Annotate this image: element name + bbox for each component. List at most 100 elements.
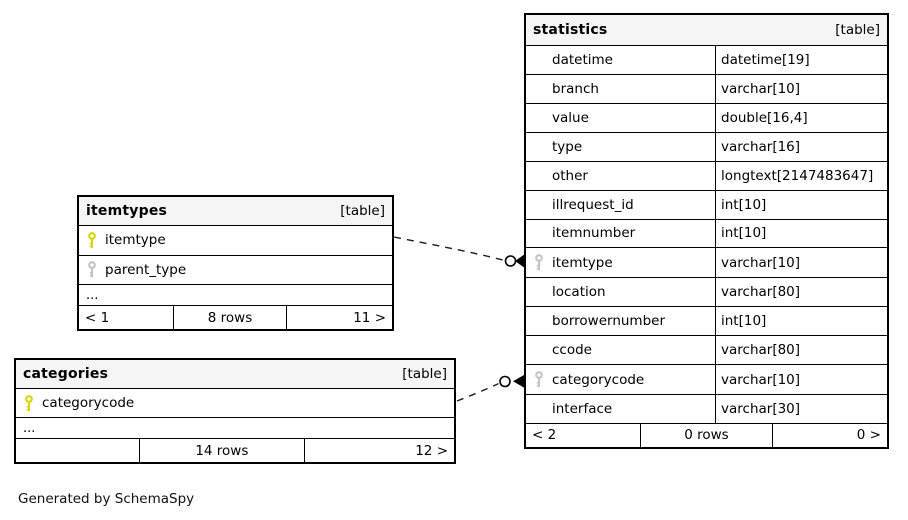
table-title: itemtypes — [86, 203, 168, 219]
column-type: double[16,4] — [715, 103, 887, 132]
column-type: varchar[10] — [715, 365, 887, 395]
table-footer: 14 rows 12 > — [16, 438, 454, 462]
table-node-statistics[interactable]: statistics [table] datetime datetime[19]… — [524, 13, 889, 449]
table-row: interface varchar[30] — [526, 394, 887, 423]
table-row: itemtype — [79, 225, 392, 255]
column-name: itemtype — [105, 232, 166, 249]
table-type-badge: [table] — [835, 22, 880, 38]
more-columns-row: ... — [16, 417, 454, 438]
table-row: value double[16,4] — [526, 102, 887, 132]
table-row: borrowernumber int[10] — [526, 306, 887, 336]
column-type: datetime[19] — [715, 46, 887, 74]
primary-key-icon — [25, 394, 33, 411]
footer-row-count: 0 rows — [639, 423, 774, 447]
column-name-cell: borrowernumber — [526, 307, 715, 335]
column-name: ccode — [552, 342, 592, 359]
column-type: int[10] — [715, 190, 887, 219]
column-name: other — [552, 167, 588, 184]
column-type: varchar[80] — [715, 336, 887, 365]
key-spacer — [79, 231, 105, 249]
column-name-cell: other — [526, 162, 715, 190]
column-name-cell: itemnumber — [526, 220, 715, 248]
footer-right-count: 0 > — [856, 427, 881, 444]
column-type: varchar[16] — [715, 132, 887, 161]
column-name: categorycode — [42, 395, 135, 411]
footer-left-count — [16, 439, 139, 462]
column-name-cell: parent_type — [79, 256, 392, 285]
column-name-cell: itemtype — [526, 248, 715, 277]
table-row: other longtext[2147483647] — [526, 160, 887, 190]
table-row: datetime datetime[19] — [526, 45, 887, 74]
generator-credit: Generated by SchemaSpy — [18, 491, 195, 507]
column-name: branch — [552, 80, 599, 97]
column-name-cell: ccode — [526, 336, 715, 364]
foreign-key-icon — [535, 371, 543, 388]
table-row: ccode varchar[80] — [526, 335, 887, 365]
relationship-itemtypes-statistics — [393, 236, 524, 268]
column-type: varchar[30] — [715, 395, 887, 423]
column-name: datetime — [552, 51, 613, 68]
table-row: branch varchar[10] — [526, 73, 887, 103]
column-type: varchar[10] — [715, 248, 887, 278]
table-row: categorycode varchar[10] — [526, 364, 887, 395]
column-name: illrequest_id — [552, 196, 634, 213]
table-title: categories — [23, 366, 109, 382]
relationship-categories-statistics — [456, 375, 524, 402]
table-row: itemtype varchar[10] — [526, 247, 887, 278]
table-footer: < 1 8 rows 11 > — [79, 305, 392, 329]
column-type: longtext[2147483647] — [715, 161, 887, 190]
footer-row-count: 14 rows — [138, 439, 306, 462]
key-spacer — [16, 394, 42, 412]
column-name-cell: branch — [526, 75, 715, 103]
column-name-cell: value — [526, 104, 715, 132]
column-name-cell: itemtype — [79, 226, 392, 255]
column-name-cell: categorycode — [16, 389, 454, 417]
footer-row-count: 8 rows — [172, 306, 288, 329]
column-name: parent_type — [105, 261, 187, 278]
table-title: statistics — [533, 22, 608, 38]
column-name: itemnumber — [552, 225, 636, 242]
foreign-key-icon — [535, 254, 543, 271]
table-footer: < 2 0 rows 0 > — [526, 422, 887, 447]
column-name-cell: type — [526, 133, 715, 161]
column-name: type — [552, 138, 583, 155]
column-name-cell: location — [526, 278, 715, 306]
table-header: itemtypes [table] — [79, 197, 392, 225]
column-type: int[10] — [715, 307, 887, 336]
column-type: int[10] — [715, 219, 887, 248]
footer-right-count: 11 > — [353, 309, 386, 326]
column-name: interface — [552, 401, 613, 418]
column-name-cell: interface — [526, 395, 715, 423]
table-row: itemnumber int[10] — [526, 218, 887, 248]
column-name: borrowernumber — [552, 313, 666, 330]
table-row: location varchar[80] — [526, 277, 887, 307]
key-spacer — [79, 261, 105, 278]
footer-right-count: 12 > — [415, 442, 448, 459]
column-name: itemtype — [552, 254, 613, 271]
column-type: varchar[10] — [715, 74, 887, 103]
table-type-badge: [table] — [340, 203, 385, 219]
column-name: location — [552, 284, 606, 301]
column-type: varchar[80] — [715, 278, 887, 307]
table-node-categories[interactable]: categories [table] categorycode ... 14 r… — [14, 358, 456, 464]
footer-left-count: < 1 — [85, 309, 110, 326]
footer-left-count: < 2 — [532, 427, 557, 444]
table-node-itemtypes[interactable]: itemtypes [table] itemtype parent_type .… — [77, 195, 394, 331]
table-row: categorycode — [16, 388, 454, 417]
column-name: categorycode — [552, 371, 645, 388]
foreign-key-icon — [88, 261, 96, 278]
table-row: illrequest_id int[10] — [526, 189, 887, 219]
column-name-cell: categorycode — [526, 365, 715, 394]
table-row: parent_type — [79, 254, 392, 285]
primary-key-icon — [88, 231, 96, 248]
column-name-cell: illrequest_id — [526, 191, 715, 219]
column-name: value — [552, 109, 589, 126]
table-type-badge: [table] — [402, 366, 447, 382]
more-columns-row: ... — [79, 284, 392, 305]
table-header: statistics [table] — [526, 15, 887, 45]
key-spacer — [526, 371, 552, 388]
table-row: type varchar[16] — [526, 131, 887, 161]
key-spacer — [526, 254, 552, 271]
column-name-cell: datetime — [526, 46, 715, 74]
